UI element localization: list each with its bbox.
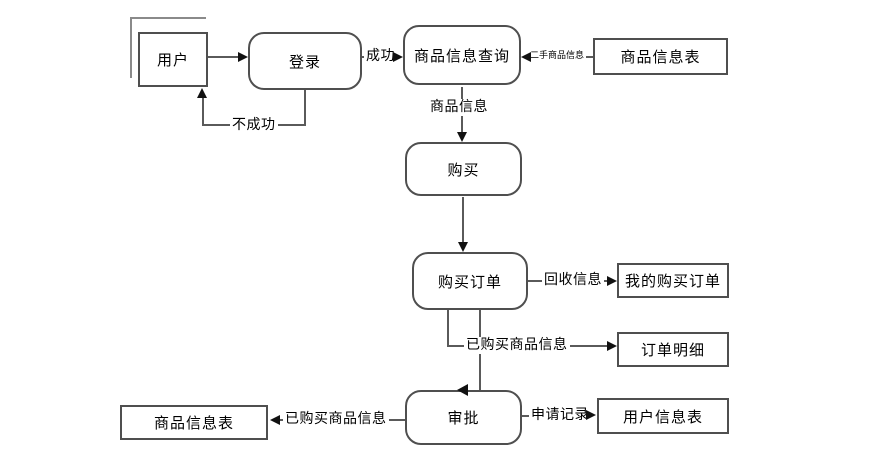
datastore-product-table-top-label: 商品信息表 (620, 48, 701, 66)
process-login-label: 登录 (288, 52, 321, 71)
connector-fail-up (202, 97, 204, 126)
edge-label-success: 成功 (364, 48, 397, 65)
datastore-product-table-top: 商品信息表 (593, 38, 728, 75)
entity-user-label: 用户 (156, 51, 189, 69)
process-purchase-order-label: 购买订单 (437, 272, 502, 291)
edge-label-fail: 不成功 (230, 117, 278, 134)
process-buy: 购买 (405, 142, 522, 196)
connector-fail-down (304, 90, 306, 125)
arrowhead-into-user-icon (197, 88, 207, 98)
connector-user-login (208, 56, 240, 58)
arrowhead-into-approve-icon (457, 384, 468, 396)
process-product-query: 商品信息查询 (403, 25, 521, 85)
process-buy-label: 购买 (447, 160, 480, 179)
datastore-product-table-bottom: 商品信息表 (120, 405, 268, 440)
multi-instance-bracket-icon (130, 17, 206, 78)
arrowhead-into-myorders-icon (607, 276, 617, 286)
edge-label-purchased-info-1: 已购买商品信息 (464, 337, 570, 354)
arrowhead-into-buy-icon (457, 132, 467, 142)
process-purchase-order: 购买订单 (412, 252, 528, 310)
arrowhead-into-usertable-icon (586, 410, 596, 420)
edge-label-product-info: 商品信息 (428, 99, 490, 116)
datastore-order-detail: 订单明细 (617, 332, 729, 367)
datastore-product-table-bottom-label: 商品信息表 (153, 414, 234, 432)
process-approve: 审批 (405, 390, 522, 445)
datastore-my-orders-label: 我的购买订单 (624, 272, 721, 290)
datastore-order-detail-label: 订单明细 (640, 341, 705, 359)
process-product-query-label: 商品信息查询 (413, 46, 510, 65)
process-login: 登录 (248, 32, 362, 90)
arrowhead-from-producttable-icon (521, 52, 531, 62)
arrowhead-into-query-icon (393, 52, 403, 62)
process-approve-label: 审批 (447, 409, 480, 427)
connector-order-detail-vertical (447, 310, 449, 346)
edge-label-apply-record: 申请记录 (529, 407, 591, 424)
arrowhead-into-login-icon (238, 52, 248, 62)
entity-user: 用户 (138, 32, 208, 87)
datastore-user-table-label: 用户信息表 (622, 407, 703, 426)
connector-buy-order (462, 197, 464, 242)
arrowhead-into-productstore-icon (270, 415, 280, 425)
edge-label-recycle-info: 回收信息 (542, 272, 604, 289)
edge-label-purchased-info-2: 已购买商品信息 (283, 411, 389, 428)
edge-label-secondhand-info: 二手商品信息 (528, 51, 587, 62)
datastore-my-orders: 我的购买订单 (617, 263, 729, 298)
datastore-user-table: 用户信息表 (597, 398, 729, 434)
arrowhead-into-orderdetail-icon (607, 341, 617, 351)
arrowhead-into-order-icon (458, 242, 468, 252)
